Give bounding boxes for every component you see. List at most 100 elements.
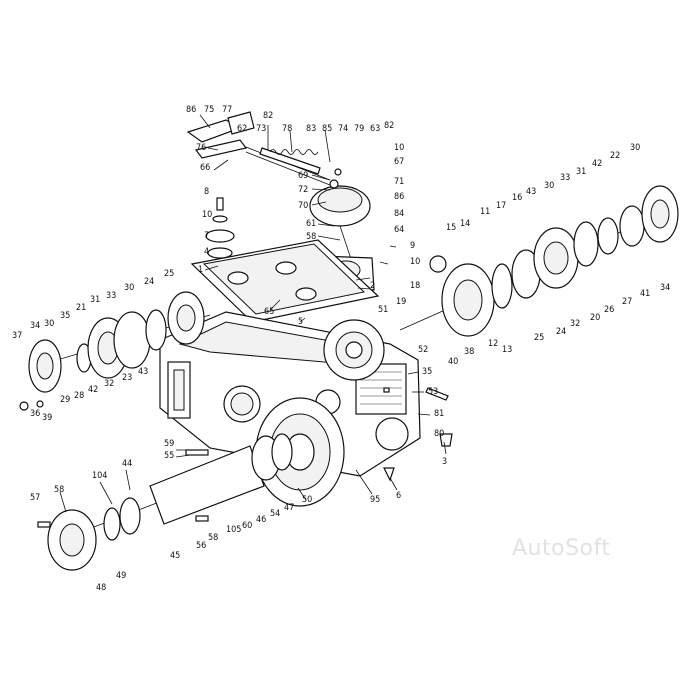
label-70: 70 xyxy=(298,201,308,211)
shift-lever-bracket xyxy=(186,111,331,186)
label-55: 55 xyxy=(164,451,174,461)
label-71: 71 xyxy=(394,177,404,187)
label-58-c: 58 xyxy=(208,533,218,543)
label-29: 29 xyxy=(60,395,70,405)
label-28: 28 xyxy=(74,391,84,401)
label-26: 26 xyxy=(604,305,614,315)
label-32-b: 32 xyxy=(570,319,580,329)
label-56: 56 xyxy=(196,541,206,551)
label-6: 6 xyxy=(396,491,401,501)
lower-output-shaft xyxy=(47,433,293,571)
label-14: 14 xyxy=(460,219,470,229)
label-50: 50 xyxy=(302,495,312,505)
label-59: 59 xyxy=(164,439,174,449)
label-47: 47 xyxy=(284,503,294,513)
label-33: 33 xyxy=(106,291,116,301)
label-69: 69 xyxy=(298,171,308,181)
label-66: 66 xyxy=(200,163,210,173)
label-24: 24 xyxy=(144,277,154,287)
label-53: 53 xyxy=(428,387,438,397)
label-17: 17 xyxy=(496,201,506,211)
label-4: 4 xyxy=(204,247,209,257)
label-23: 23 xyxy=(122,373,132,383)
label-42: 42 xyxy=(88,385,98,395)
label-30-c: 30 xyxy=(544,181,554,191)
label-58: 58 xyxy=(306,232,316,242)
label-84: 84 xyxy=(394,209,404,219)
label-3: 3 xyxy=(442,457,447,467)
label-10: 10 xyxy=(394,143,404,153)
right-shaft-assembly xyxy=(399,185,679,337)
label-2: 2 xyxy=(370,281,375,291)
label-82-b: 82 xyxy=(384,121,394,131)
label-31-b: 31 xyxy=(576,167,586,177)
label-30: 30 xyxy=(124,283,134,293)
label-19: 19 xyxy=(396,297,406,307)
label-78: 78 xyxy=(282,124,292,134)
label-85: 85 xyxy=(322,124,332,134)
part-labels: 86 75 77 82 62 73 78 83 85 74 79 63 82 7… xyxy=(12,105,670,593)
label-64: 64 xyxy=(394,225,404,235)
label-72: 72 xyxy=(298,185,308,195)
bolts-left-cover xyxy=(205,197,235,259)
label-8: 8 xyxy=(204,187,209,197)
label-18: 18 xyxy=(410,281,420,291)
label-104: 104 xyxy=(92,471,107,481)
label-5: 5 xyxy=(298,317,303,327)
label-9: 9 xyxy=(410,241,415,251)
label-1: 1 xyxy=(198,265,203,275)
label-67: 67 xyxy=(394,157,404,167)
cover-plate xyxy=(190,239,380,323)
label-25-b: 25 xyxy=(534,333,544,343)
label-49: 49 xyxy=(116,571,126,581)
label-41: 41 xyxy=(640,289,650,299)
label-77: 77 xyxy=(222,105,232,115)
label-73: 73 xyxy=(256,124,266,134)
label-31: 31 xyxy=(90,295,100,305)
label-62: 62 xyxy=(237,124,247,134)
small-bevel-gear xyxy=(429,255,447,273)
label-22: 22 xyxy=(610,151,620,161)
label-82: 82 xyxy=(263,111,273,121)
large-gear-51 xyxy=(323,319,385,381)
label-46: 46 xyxy=(256,515,266,525)
label-61: 61 xyxy=(306,219,316,229)
label-76: 76 xyxy=(196,143,206,153)
label-11: 11 xyxy=(480,207,490,217)
label-81: 81 xyxy=(434,409,444,419)
label-42-b: 42 xyxy=(592,159,602,169)
label-10-c: 10 xyxy=(410,257,420,267)
label-43-b: 43 xyxy=(526,187,536,197)
label-45: 45 xyxy=(170,551,180,561)
label-57: 57 xyxy=(30,493,40,503)
label-30-d: 30 xyxy=(630,143,640,153)
label-105: 105 xyxy=(226,525,241,535)
label-65: 65 xyxy=(264,307,274,317)
label-83: 83 xyxy=(306,124,316,134)
label-37: 37 xyxy=(12,331,22,341)
label-63: 63 xyxy=(370,124,380,134)
shift-spring xyxy=(269,149,319,155)
label-39: 39 xyxy=(42,413,52,423)
label-12: 12 xyxy=(488,339,498,349)
label-34-b: 34 xyxy=(660,283,670,293)
label-30-b: 30 xyxy=(44,319,54,329)
label-86: 86 xyxy=(186,105,196,115)
label-52: 52 xyxy=(418,345,428,355)
label-44: 44 xyxy=(122,459,132,469)
label-25: 25 xyxy=(164,269,174,279)
label-24-b: 24 xyxy=(556,327,566,337)
small-fasteners xyxy=(19,387,453,528)
label-7: 7 xyxy=(204,231,209,241)
label-74: 74 xyxy=(338,124,348,134)
leader-lines xyxy=(59,114,447,513)
label-51: 51 xyxy=(378,305,388,315)
flange-disc xyxy=(255,397,345,507)
label-60: 60 xyxy=(242,521,252,531)
label-21: 21 xyxy=(76,303,86,313)
label-13: 13 xyxy=(502,345,512,355)
label-15: 15 xyxy=(446,223,456,233)
label-79: 79 xyxy=(354,124,364,134)
label-38: 38 xyxy=(464,347,474,357)
